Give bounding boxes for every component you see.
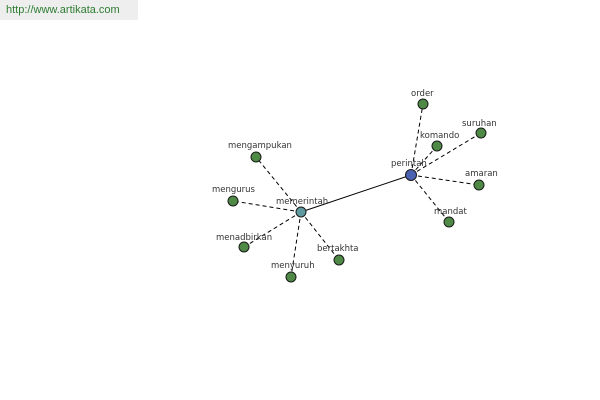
- node-menyuruh[interactable]: [285, 271, 297, 283]
- edge-perintah-mandat: [410, 174, 450, 223]
- node-label-order[interactable]: order: [411, 89, 434, 99]
- node-label-mengurus[interactable]: mengurus: [212, 185, 256, 195]
- node-mandat[interactable]: [443, 216, 455, 228]
- graph-labels: mengampukan mengurus menadbirkan menyuruhbe…: [212, 89, 498, 271]
- node-menadbirkan[interactable]: [238, 241, 250, 253]
- edge-memerintah-bertakhta: [300, 211, 340, 261]
- edge-memerintah-mengurus: [232, 200, 302, 213]
- node-order[interactable]: [417, 98, 429, 110]
- graph-nodes: [227, 98, 487, 283]
- edge-memerintah-mengampukan: [255, 156, 302, 213]
- node-label-amaran[interactable]: amaran: [465, 169, 498, 179]
- node-label-mandat[interactable]: mandat: [434, 207, 467, 217]
- node-mengampukan[interactable]: [250, 151, 262, 163]
- edge-perintah-amaran: [410, 174, 480, 186]
- watermark-link[interactable]: http://www.artikata.com: [6, 4, 120, 16]
- node-perintah[interactable]: [405, 169, 417, 181]
- node-label-suruhan[interactable]: suruhan: [462, 119, 497, 129]
- node-label-komando[interactable]: komando: [420, 131, 459, 141]
- edge-perintah-order: [410, 103, 424, 176]
- node-label-mengampukan[interactable]: mengampukan: [228, 141, 292, 151]
- node-label-bertakhta[interactable]: bertakhta: [317, 244, 359, 254]
- node-label-perintah[interactable]: perintah: [391, 159, 427, 169]
- node-amaran[interactable]: [473, 179, 485, 191]
- node-memerintah[interactable]: [295, 206, 307, 218]
- node-suruhan[interactable]: [475, 127, 487, 139]
- node-label-menadbirkan[interactable]: menadbirkan: [216, 233, 272, 243]
- node-label-memerintah[interactable]: memerintah: [276, 197, 328, 207]
- node-mengurus[interactable]: [227, 195, 239, 207]
- node-bertakhta[interactable]: [333, 254, 345, 266]
- graph-edges: [232, 103, 482, 278]
- edge-memerintah-menyuruh: [290, 211, 302, 278]
- node-komando[interactable]: [431, 140, 443, 152]
- node-label-menyuruh[interactable]: menyuruh: [271, 261, 315, 271]
- watermark-banner: http://www.artikata.com: [0, 0, 138, 20]
- edge-memerintah-perintah: [300, 174, 412, 213]
